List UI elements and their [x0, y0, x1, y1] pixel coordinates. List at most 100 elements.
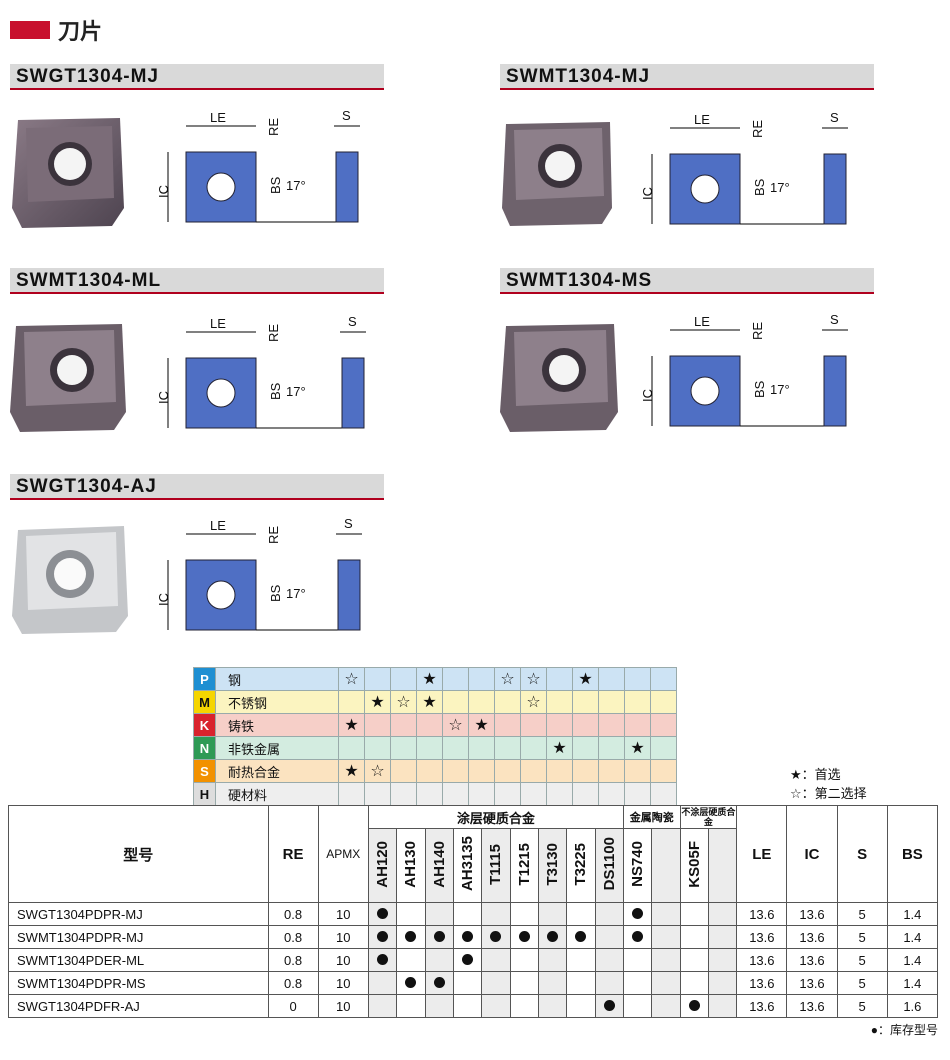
cell-le: 13.6	[736, 925, 788, 949]
grade-header: T1115	[481, 828, 511, 903]
empty-cell	[338, 782, 365, 806]
cell-s: 5	[836, 925, 888, 949]
insert-photo-swgt-aj	[12, 526, 128, 634]
cell-ic: 13.6	[786, 994, 838, 1018]
empty-cell	[520, 713, 547, 737]
header-re: RE	[267, 805, 319, 903]
cell-grade-stock	[396, 994, 426, 1018]
grade-header: AH120	[367, 828, 398, 903]
empty-cell	[546, 759, 573, 783]
grade-header: AH3135	[452, 828, 483, 903]
grade-header: AH140	[424, 828, 454, 903]
empty-cell	[624, 667, 651, 691]
empty-cell	[416, 782, 443, 806]
cell-s: 5	[836, 948, 888, 972]
diagram-swmt-mj: LE RE IC BS 17° S	[640, 110, 848, 225]
cell-s: 5	[836, 994, 888, 1018]
label-angle: 17°	[286, 384, 306, 399]
second-choice-star-icon: ☆	[520, 690, 547, 714]
cell-grade-stock	[594, 902, 624, 926]
grade-header: T3130	[537, 828, 568, 903]
stock-dot-icon	[632, 907, 644, 919]
grade-label: AH3135	[459, 836, 477, 892]
empty-cell	[442, 759, 469, 783]
empty-cell	[468, 782, 495, 806]
material-name: 耐热合金	[215, 759, 339, 783]
material-name: 硬材料	[215, 782, 339, 806]
cell-grade-stock	[707, 948, 738, 972]
label-angle: 17°	[286, 586, 306, 601]
cell-grade-stock	[396, 971, 426, 995]
header-bs: BS	[886, 805, 939, 903]
first-choice-star-icon: ★	[364, 690, 391, 714]
header-coated-group: 涂层硬质合金	[367, 805, 624, 829]
second-choice-star-icon: ☆	[442, 713, 469, 737]
stock-dot-icon	[462, 953, 474, 965]
empty-cell	[598, 690, 625, 714]
cell-apmx: 10	[317, 925, 369, 949]
empty-cell	[416, 759, 443, 783]
grade-header: DS1100	[594, 828, 624, 903]
empty-cell	[390, 667, 417, 691]
grade-header: NS740	[622, 828, 653, 903]
cell-grade-stock	[367, 971, 398, 995]
insert-photo-swgt-mj	[12, 118, 124, 228]
header-apmx: APMX	[317, 805, 369, 903]
cell-grade-stock	[594, 948, 624, 972]
cell-s: 5	[836, 902, 888, 926]
empty-cell	[390, 759, 417, 783]
label-bs: BS	[268, 584, 283, 602]
cell-grade-stock	[509, 902, 539, 926]
empty-cell	[494, 782, 521, 806]
grade-label: AH140	[430, 840, 448, 888]
cell-grade-stock	[452, 994, 483, 1018]
cell-grade-stock	[651, 971, 681, 995]
cell-grade-stock	[622, 994, 653, 1018]
header-cermet-group: 金属陶瓷	[622, 805, 681, 829]
cell-grade-stock	[622, 902, 653, 926]
stock-dot-icon	[433, 930, 445, 942]
diagram-swmt-ml: LE RE IC BS 17° S	[156, 314, 366, 429]
cell-grade-stock	[424, 925, 454, 949]
cell-grade-stock	[481, 948, 511, 972]
cell-grade-stock	[594, 925, 624, 949]
cell-grade-stock	[651, 925, 681, 949]
empty-cell	[338, 690, 365, 714]
section-swmt-mj: SWMT1304-MJ	[500, 64, 874, 90]
cell-grade-stock	[651, 994, 681, 1018]
insert-photo-swmt-mj	[502, 122, 612, 226]
cell-grade-stock	[679, 971, 709, 995]
section-title: SWMT1304-MS	[506, 270, 653, 291]
empty-cell	[468, 736, 495, 760]
cell-grade-stock	[707, 902, 738, 926]
cell-grade-stock	[509, 925, 539, 949]
empty-cell	[650, 782, 677, 806]
cell-grade-stock	[537, 994, 568, 1018]
empty-cell	[572, 713, 599, 737]
label-s: S	[830, 110, 839, 125]
empty-cell	[494, 690, 521, 714]
empty-cell	[546, 667, 573, 691]
material-code: S	[193, 759, 216, 783]
grade-header: KS05F	[679, 828, 709, 903]
label-s: S	[348, 314, 357, 329]
empty-cell	[468, 690, 495, 714]
stock-dot-icon	[490, 930, 502, 942]
stock-dot-icon	[376, 953, 388, 965]
empty-cell	[572, 782, 599, 806]
first-choice-star-icon: ★	[624, 736, 651, 760]
empty-cell	[650, 759, 677, 783]
cell-grade-stock	[424, 948, 454, 972]
cell-grade-stock	[396, 902, 426, 926]
empty-cell	[390, 713, 417, 737]
cell-model: SWGT1304PDFR-AJ	[8, 994, 269, 1018]
empty-cell	[442, 736, 469, 760]
cell-grade-stock	[707, 925, 738, 949]
section-title: SWGT1304-MJ	[16, 66, 159, 87]
cell-grade-stock	[537, 925, 568, 949]
cell-grade-stock	[452, 902, 483, 926]
empty-cell	[650, 667, 677, 691]
legend-stock: ●：库存型号	[870, 1023, 938, 1037]
